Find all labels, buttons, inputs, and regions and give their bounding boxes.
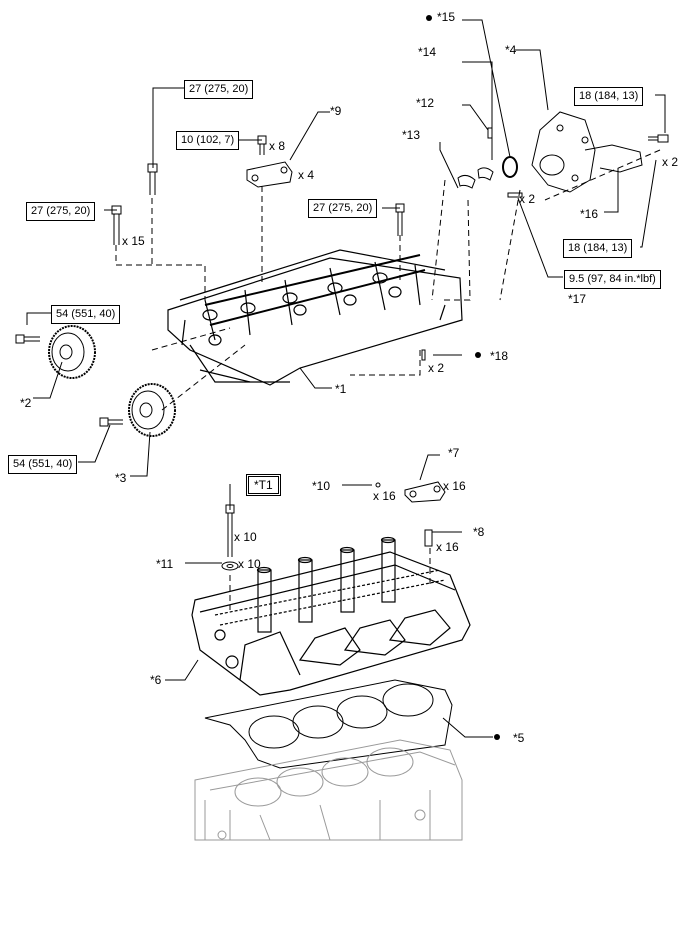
callout-11: *11 xyxy=(156,557,174,571)
qty-pin-18: x 2 xyxy=(428,361,445,375)
callout-13: *13 xyxy=(402,128,421,142)
torque-box-cover-upper: 18 (184, 13) xyxy=(574,87,644,106)
callout-7: *7 xyxy=(448,446,460,460)
qty-camhousing-bolt: x 15 xyxy=(122,234,145,248)
bolts-drawing xyxy=(15,134,669,571)
callout-9: *9 xyxy=(330,104,342,118)
callout-6: *6 xyxy=(150,673,162,687)
qty-bracket-7: x 16 xyxy=(443,479,466,493)
torque-box-sprocket-lower: 54 (551, 40) xyxy=(8,455,78,474)
torque-box-bolt-small: 10 (102, 7) xyxy=(176,131,240,150)
tool-label-t1: *T1 xyxy=(246,474,281,496)
non-reusable-dot-5 xyxy=(494,734,500,740)
qty-part-10: x 16 xyxy=(373,489,396,503)
non-reusable-dot-18 xyxy=(475,352,481,358)
head-gasket-drawing xyxy=(204,679,453,769)
cam-sprockets-drawing xyxy=(48,325,176,437)
qty-bracket-9: x 4 xyxy=(298,168,315,182)
callout-5: *5 xyxy=(513,731,525,745)
cylinder-head-drawing xyxy=(191,536,471,696)
callout-12: *12 xyxy=(416,96,435,110)
torque-box-sprocket-upper: 54 (551, 40) xyxy=(51,305,121,324)
callout-4: *4 xyxy=(505,43,517,57)
callout-1: *1 xyxy=(335,382,347,396)
callout-2: *2 xyxy=(20,396,32,410)
callout-17: *17 xyxy=(568,292,587,306)
qty-tube-8: x 16 xyxy=(436,540,459,554)
non-reusable-dot-15 xyxy=(426,15,432,21)
alignment-lines xyxy=(115,149,661,610)
bracket-7-drawing xyxy=(375,481,446,547)
qty-pin-17: x 2 xyxy=(519,192,536,206)
qty-head-bolt: x 10 xyxy=(234,530,257,544)
callout-14: *14 xyxy=(418,45,437,59)
bracket-9-drawing xyxy=(246,161,293,188)
callout-18: *18 xyxy=(490,349,509,363)
torque-box-bolt-center: 27 (275, 20) xyxy=(308,199,378,218)
torque-box-cover-lower: 18 (184, 13) xyxy=(563,239,633,258)
engine-block-drawing xyxy=(194,739,463,841)
leader-lines xyxy=(26,19,666,738)
callout-10: *10 xyxy=(312,479,331,493)
qty-washer-11: x 10 xyxy=(238,557,261,571)
qty-cover-bolt: x 2 xyxy=(662,155,679,169)
small-parts-drawing xyxy=(421,127,523,361)
callout-15: *15 xyxy=(437,10,456,24)
torque-box-bolt-left: 27 (275, 20) xyxy=(26,202,96,221)
timing-cover-drawing xyxy=(531,111,643,193)
callout-8: *8 xyxy=(473,525,485,539)
qty-bolt-10nm: x 8 xyxy=(269,139,286,153)
torque-box-bolt-top-left: 27 (275, 20) xyxy=(184,80,254,99)
callout-16: *16 xyxy=(580,207,599,221)
callout-3: *3 xyxy=(115,471,127,485)
torque-box-pin: 9.5 (97, 84 in.*lbf) xyxy=(564,270,661,289)
camshaft-housing-drawing xyxy=(167,249,463,386)
